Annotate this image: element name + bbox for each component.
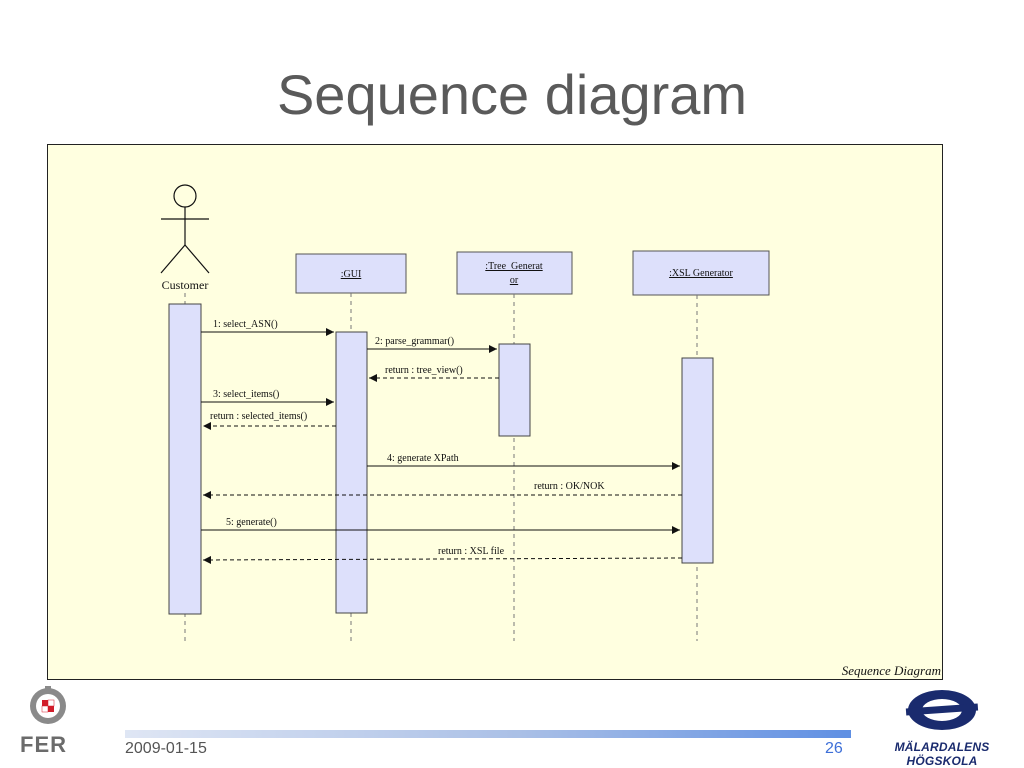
message-1: 1: select_ASN() bbox=[201, 319, 334, 336]
message-4: 3: select_items() bbox=[201, 389, 334, 406]
message-1-label: 1: select_ASN() bbox=[213, 319, 278, 330]
object-tree-generator-label-line2: or bbox=[510, 275, 519, 286]
message-7-label: return : OK/NOK bbox=[534, 481, 605, 492]
footer-date: 2009-01-15 bbox=[125, 740, 207, 757]
actor-left-leg bbox=[160, 244, 186, 274]
message-6-label: 4: generate XPath bbox=[387, 453, 459, 464]
message-2-label: 2: parse_grammar() bbox=[375, 336, 454, 347]
message-4-label: 3: select_items() bbox=[213, 389, 279, 400]
object-tree-generator-label-line1: :Tree_Generat bbox=[485, 261, 543, 272]
message-2: 2: parse_grammar() bbox=[367, 336, 497, 353]
actor-customer: Customer bbox=[160, 184, 210, 292]
object-xsl-generator: :XSL Generator bbox=[632, 250, 770, 296]
message-3: return : tree_view() bbox=[369, 365, 499, 382]
activation-xsl-generator bbox=[681, 357, 714, 564]
object-xsl-generator-label: :XSL Generator bbox=[669, 268, 733, 279]
activation-tree-generator bbox=[498, 343, 531, 437]
diagram-canvas: Customer :GUI :Tree_Generat or :XSL Gene… bbox=[160, 184, 941, 678]
activation-gui bbox=[335, 331, 368, 614]
slide-title: Sequence diagram bbox=[276, 63, 748, 126]
mdh-logo-text: MÄLARDALENS HÖGSKOLA bbox=[894, 740, 990, 768]
page-number: 26 bbox=[825, 740, 843, 757]
message-9: return : XSL file bbox=[202, 546, 683, 564]
fer-emblem-icon bbox=[30, 686, 66, 724]
actor-right-leg bbox=[184, 244, 210, 274]
footer-bar bbox=[125, 730, 851, 738]
message-5-label: return : selected_items() bbox=[210, 411, 307, 422]
mdh-logo: MÄLARDALENS HÖGSKOLA bbox=[862, 686, 1022, 768]
diagram-caption: Sequence Diagram bbox=[842, 663, 941, 678]
message-8: 5: generate() bbox=[201, 517, 680, 534]
message-9-label: return : XSL file bbox=[438, 546, 505, 557]
message-5: return : selected_items() bbox=[203, 411, 336, 430]
activation-customer bbox=[168, 303, 202, 615]
sequence-diagram: Customer :GUI :Tree_Generat or :XSL Gene… bbox=[47, 144, 943, 680]
actor-head bbox=[173, 184, 197, 208]
object-gui-label: :GUI bbox=[341, 269, 362, 280]
fer-logo-text: FER bbox=[20, 732, 67, 757]
message-6: 4: generate XPath bbox=[367, 453, 680, 470]
message-8-label: 5: generate() bbox=[226, 517, 277, 528]
object-gui: :GUI bbox=[295, 253, 407, 294]
message-7: return : OK/NOK bbox=[203, 481, 682, 499]
actor-label: Customer bbox=[162, 278, 209, 292]
object-tree-generator: :Tree_Generat or bbox=[456, 251, 573, 295]
mdh-emblem-icon bbox=[905, 690, 979, 730]
message-3-label: return : tree_view() bbox=[385, 365, 463, 376]
fer-logo: FER bbox=[18, 684, 78, 760]
